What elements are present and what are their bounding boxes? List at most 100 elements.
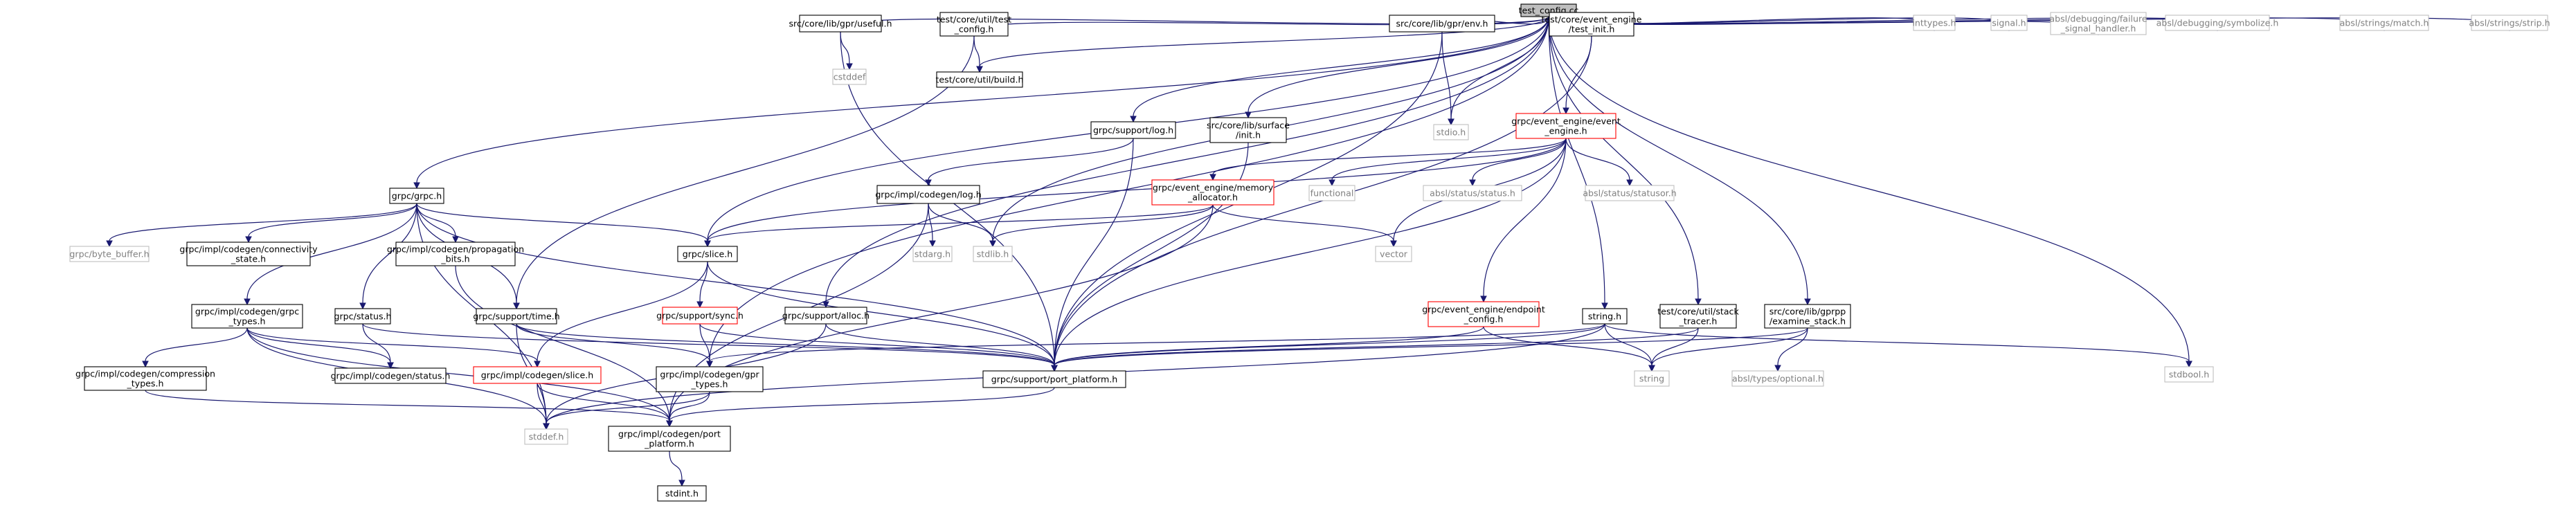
edge-line	[416, 203, 708, 242]
node-src-core-lib-gpr-env-h[interactable]: src/core/lib/gpr/env.h	[1389, 15, 1495, 33]
node-signal-h[interactable]: signal.h	[1990, 15, 2028, 31]
edge-root-to-alloc	[822, 16, 1549, 309]
node-stdarg-h[interactable]: stdarg.h	[912, 246, 953, 262]
edge-examine-to-portplat	[1051, 327, 1808, 372]
node-absl-types-optional-h[interactable]: absl/types/optional.h	[1731, 370, 1824, 387]
node-label: grpc/event_engine/endpoint	[1422, 304, 1545, 315]
node-label: absl/status/status.h	[1430, 188, 1515, 199]
node-grpc-byte-buffer-h[interactable]: grpc/byte_buffer.h	[69, 246, 150, 262]
edge-line	[928, 138, 1134, 181]
edge-time-to-gprtypes	[516, 323, 713, 368]
node-absl-status-status-h[interactable]: absl/status/status.h	[1423, 185, 1522, 201]
edge-grpctypes-to-cslice	[246, 327, 541, 368]
node-label: string.h	[1588, 311, 1621, 322]
node-grpc-support-port-platform-h[interactable]: grpc/support/port_platform.h	[982, 370, 1126, 388]
node-grpc-event-engine-event-engine-h[interactable]: grpc/event_engine/event_engine.h	[1511, 113, 1621, 139]
node-label: absl/types/optional.h	[1732, 374, 1823, 384]
node-box	[657, 485, 707, 502]
node-src-core-lib-surface-init-h[interactable]: src/core/lib/surface/init.h	[1207, 117, 1290, 143]
node-grpc-status-h[interactable]: grpc/status.h	[334, 308, 392, 325]
edge-root-to-slog	[1130, 16, 1549, 123]
edge-examine-to-stringstd	[1648, 327, 1808, 372]
node-grpc-support-time-h[interactable]: grpc/support/time.h	[473, 308, 560, 325]
node-absl-strings-match-h[interactable]: absl/strings/match.h	[2339, 15, 2429, 31]
node-label: test/core/util/build.h	[935, 75, 1023, 85]
node-box	[784, 307, 867, 325]
node-stdlib-h[interactable]: stdlib.h	[973, 246, 1013, 262]
node-box	[69, 246, 150, 262]
node-grpc-impl-codegen-status-h[interactable]: grpc/impl/codegen/status.h	[331, 367, 451, 384]
node-label: grpc/impl/codegen/slice.h	[481, 370, 593, 381]
node-functional[interactable]: functional	[1308, 185, 1355, 201]
node-label: grpc/support/sync.h	[656, 311, 744, 321]
node-absl-status-statusor-h[interactable]: absl/status/statusor.h	[1583, 185, 1677, 201]
edge-line	[1651, 327, 1808, 366]
edge-line	[992, 204, 1214, 242]
arrowhead-icon	[696, 301, 703, 309]
node-grpc-impl-codegen-log-h[interactable]: grpc/impl/codegen/log.h	[875, 185, 982, 204]
node-grpc-impl-codegen-gpr-types-h[interactable]: grpc/impl/codegen/gpr_types.h	[656, 366, 764, 392]
node-absl-debugging-symbolize-h[interactable]: absl/debugging/symbolize.h	[2156, 15, 2279, 31]
node-box	[1634, 370, 1670, 387]
node-grpc-event-engine-endpoint-config-h[interactable]: grpc/event_engine/endpoint_config.h	[1422, 301, 1545, 327]
edge-line	[362, 323, 391, 363]
node-grpc-impl-codegen-propagation-bits-h[interactable]: grpc/impl/codegen/propagation_bits.h	[387, 242, 524, 266]
node-box	[939, 12, 1009, 37]
node-grpc-impl-codegen-port-platform-h[interactable]: grpc/impl/codegen/port_platform.h	[608, 426, 731, 452]
node-label: inttypes.h	[1912, 18, 1956, 28]
node-test-core-event-engine-test-init-h[interactable]: test/core/event_engine/test_init.h	[1541, 12, 1642, 37]
node-box	[1659, 304, 1737, 329]
arrowhead-icon	[1480, 295, 1487, 303]
node-grpc-impl-codegen-connectivity-state-h[interactable]: grpc/impl/codegen/connectivity_state.h	[179, 242, 318, 266]
node-test-core-util-stack-tracer-h[interactable]: test/core/util/stack_tracer.h	[1657, 304, 1739, 329]
node-absl-strings-strip-h[interactable]: absl/strings/strip.h	[2469, 15, 2550, 31]
arrowhead-icon	[142, 361, 149, 368]
edge-line	[709, 323, 1605, 362]
edge-line	[109, 203, 417, 242]
edge-line	[1054, 323, 1605, 366]
node-test-core-util-test-config-h[interactable]: test/core/util/test_config.h	[937, 12, 1011, 37]
edge-status-to-cstatus	[362, 323, 394, 370]
node-absl-debugging-failure-signal-handler-h[interactable]: absl/debugging/failure_signal_handler.h	[2049, 12, 2147, 35]
edge-grpctypes-to-compression	[142, 327, 248, 368]
node-grpc-impl-codegen-compression-types-h[interactable]: grpc/impl/codegen/compression_types.h	[75, 366, 215, 391]
node-label: grpc/byte_buffer.h	[69, 249, 149, 259]
node-label: grpc/impl/codegen/gpr	[660, 370, 759, 380]
node-string[interactable]: string	[1634, 370, 1670, 387]
node-grpc-event-engine-memory-allocator-h[interactable]: grpc/event_engine/memory_allocator.h	[1151, 179, 1275, 206]
node-label: grpc/impl/codegen/status.h	[331, 371, 451, 381]
edge-line	[1548, 16, 1605, 304]
node-box	[1913, 15, 1956, 31]
node-grpc-slice-h[interactable]: grpc/slice.h	[677, 246, 738, 262]
node-box	[1427, 301, 1540, 327]
edge-grpch-to-propbits	[416, 203, 459, 244]
node-label: grpc/support/port_platform.h	[991, 374, 1118, 385]
arrowhead-icon	[666, 420, 673, 428]
node-src-core-lib-gpr-useful-h[interactable]: src/core/lib/gpr/useful.h	[789, 15, 892, 33]
node-stddef-h[interactable]: stddef.h	[524, 428, 568, 445]
node-stdint-h[interactable]: stdint.h	[657, 485, 707, 502]
node-grpc-support-alloc-h[interactable]: grpc/support/alloc.h	[782, 307, 870, 325]
node-label: absl/strings/match.h	[2340, 18, 2429, 28]
node-grpc-support-sync-h[interactable]: grpc/support/sync.h	[656, 307, 744, 325]
node-src-core-lib-gprpp-examine-stack-h[interactable]: src/core/lib/gprpp/examine_stack.h	[1764, 304, 1851, 329]
node-grpc-grpc-h[interactable]: grpc/grpc.h	[389, 188, 444, 204]
node-grpc-impl-codegen-slice-h[interactable]: grpc/impl/codegen/slice.h	[473, 366, 602, 384]
node-stdbool-h[interactable]: stdbool.h	[2164, 366, 2214, 383]
edge-stringh-to-portplat	[1051, 323, 1605, 372]
edge-grpch-to-slice	[416, 203, 711, 248]
node-grpc-impl-codegen-grpc-types-h[interactable]: grpc/impl/codegen/grpc_types.h	[191, 304, 303, 329]
edge-line	[248, 203, 417, 237]
node-box	[799, 15, 882, 33]
arrowhead-icon	[706, 361, 713, 368]
node-string-h[interactable]: string.h	[1582, 308, 1628, 325]
node-cstddef[interactable]: cstddef	[832, 69, 867, 85]
node-stdio-h[interactable]: stdio.h	[1433, 124, 1469, 140]
node-label: absl/strings/strip.h	[2469, 18, 2550, 28]
node-inttypes-h[interactable]: inttypes.h	[1912, 15, 1956, 31]
node-grpc-support-log-h[interactable]: grpc/support/log.h	[1090, 121, 1176, 139]
node-vector[interactable]: vector	[1375, 246, 1412, 262]
edge-cportplat-to-stdint	[669, 450, 685, 487]
node-label: /test_init.h	[1569, 24, 1615, 35]
node-test-core-util-build-h[interactable]: test/core/util/build.h	[935, 71, 1024, 88]
